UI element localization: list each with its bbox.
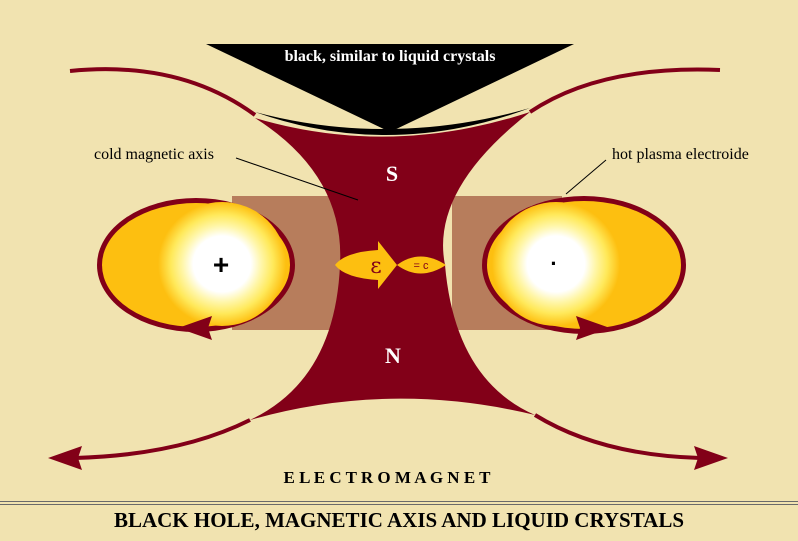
dot-sign: · [550,251,557,276]
black-crescent [255,108,530,136]
arrow-bottom-right [694,446,728,470]
divider-bottom [0,504,798,505]
south-pole-label: S [386,161,398,186]
epsilon-arrow [335,241,397,289]
field-line-bottom-left [74,418,251,460]
divider-top [0,501,798,502]
arrow-bottom-left [48,446,82,470]
c-leaf [397,256,446,274]
electromagnet-label: E L E C T R O M A G N E T [284,468,492,487]
hot-plasma-label: hot plasma electroide [612,146,749,163]
right-electroide-glow [492,202,620,326]
field-line-top-right [528,67,721,114]
figure-caption: BLACK HOLE, MAGNETIC AXIS AND LIQUID CRY… [113,508,685,532]
left-electroide-glow [158,202,286,326]
equals-c-label: = c [414,260,429,272]
leader-cold-axis [235,157,359,201]
field-line-top-left [69,67,257,117]
field-line-bottom-right [533,413,701,460]
top-label: black, similar to liquid crystals [285,48,496,65]
arrow-right-electroide [576,316,610,340]
arrow-left-electroide [178,316,212,340]
epsilon-symbol: ε [370,254,381,279]
black-funnel [206,44,574,132]
leader-hot-plasma [565,159,607,195]
north-pole-label: N [385,343,401,368]
cold-axis-label: cold magnetic axis [94,146,214,163]
plus-sign: + [213,249,229,280]
